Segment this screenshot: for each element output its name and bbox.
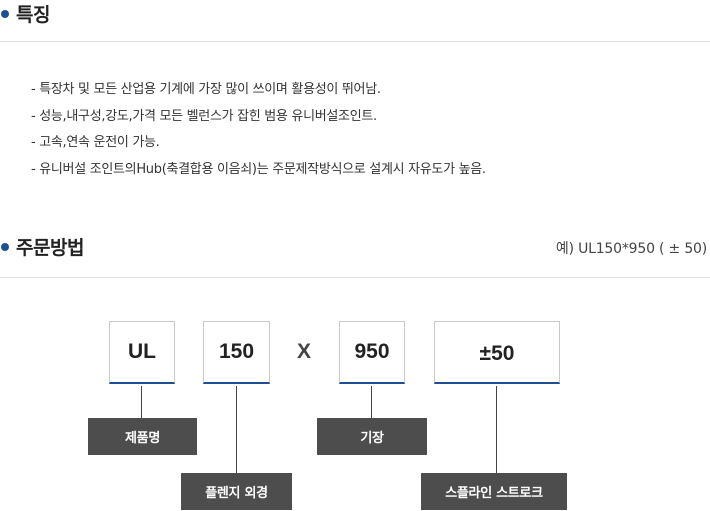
flange-diameter-label: 플렌지 외경: [181, 473, 292, 510]
bullet-icon: [1, 9, 9, 18]
connector-line: [496, 386, 497, 473]
spline-stroke-label: 스플라인 스트로크: [421, 473, 567, 510]
flange-code-box: 150: [203, 321, 270, 384]
features-list: - 특장차 및 모든 산업용 기계에 가장 많이 쓰이며 활용성이 뛰어남. -…: [31, 77, 486, 183]
connector-line: [371, 386, 372, 418]
divider: [0, 41, 710, 42]
order-title: 주문방법: [16, 237, 84, 259]
bullet-icon: [1, 242, 9, 251]
length-label: 기장: [317, 418, 427, 455]
length-code-box: 950: [339, 321, 405, 384]
feature-item: - 고속,연속 운전이 가능.: [31, 135, 160, 150]
connector-line: [141, 386, 142, 418]
features-title: 특징: [16, 4, 50, 26]
connector-line: [236, 386, 237, 473]
product-code-box: UL: [109, 321, 175, 384]
multiply-sign: X: [296, 340, 311, 363]
divider: [0, 277, 710, 278]
feature-item: - 성능,내구성,강도,가격 모든 벨런스가 잡힌 범용 유니버설조인트.: [31, 108, 377, 124]
features-heading: 특징: [0, 0, 50, 27]
feature-item: - 유니버설 조인트의Hub(축결합용 이음쇠)는 주문제작방식으로 설계시 자…: [31, 161, 486, 177]
feature-item: - 특장차 및 모든 산업용 기계에 가장 많이 쓰이며 활용성이 뛰어남.: [31, 82, 381, 97]
stroke-code-box: ±50: [434, 321, 560, 384]
order-example: 예) UL150*950 ( ± 50): [555, 241, 707, 257]
order-heading: 주문방법: [0, 233, 84, 260]
product-name-label: 제품명: [88, 418, 197, 455]
